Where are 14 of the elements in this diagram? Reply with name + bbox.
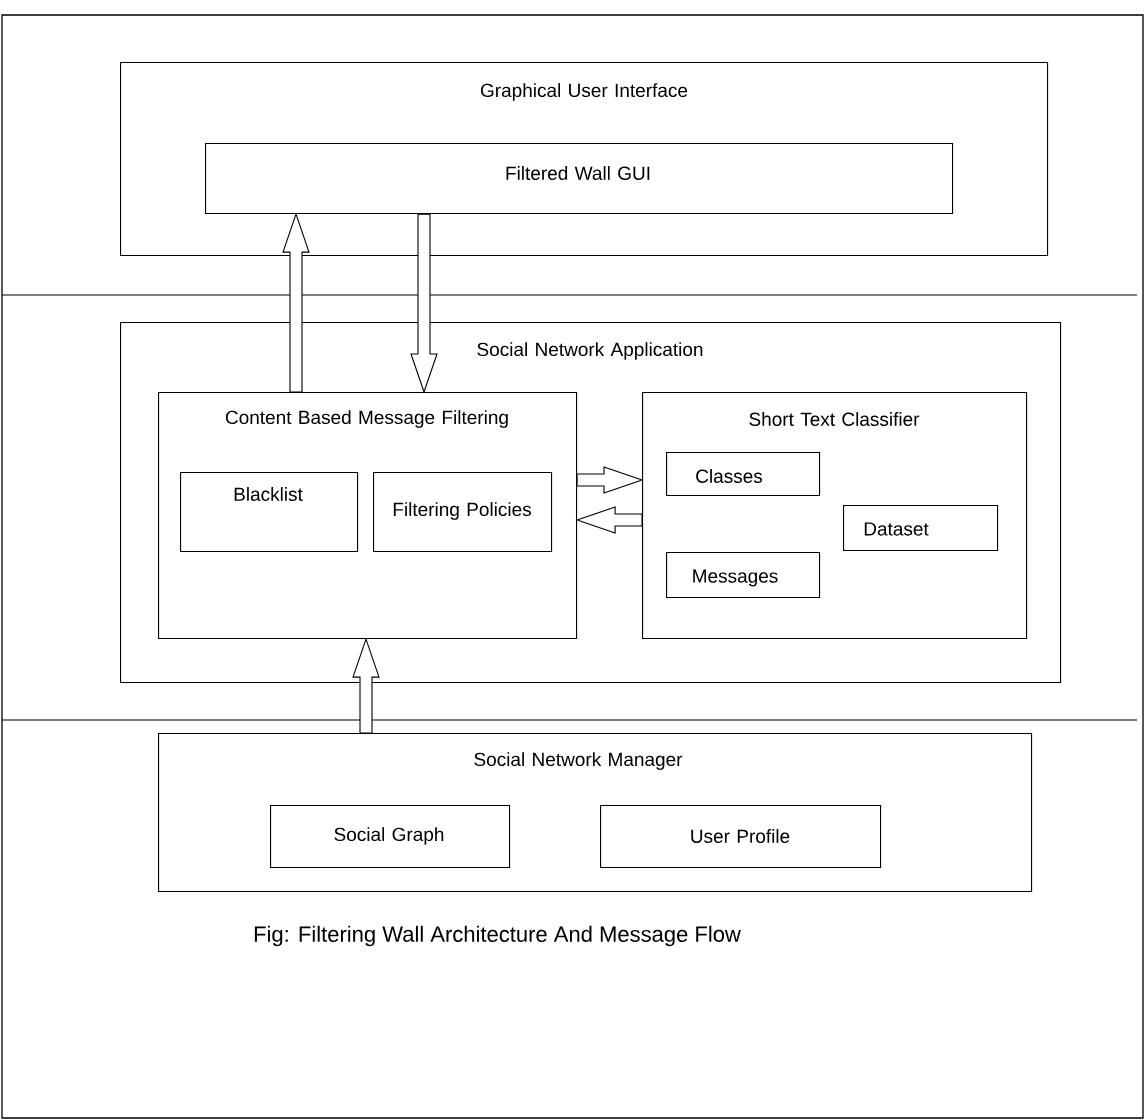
- component-box: Dataset: [843, 505, 999, 552]
- block-arrow: [576, 466, 644, 494]
- component-box: Classes: [666, 452, 821, 497]
- component-box: User Profile: [600, 805, 882, 869]
- component-box: Blacklist: [180, 472, 359, 553]
- block-arrow: [352, 637, 380, 734]
- block-arrow: [410, 213, 438, 394]
- figure-caption: Fig: Filtering Wall Architecture And Message Flow: [254, 925, 741, 947]
- component-box: Messages: [666, 552, 821, 599]
- component-box: Social Graph: [270, 805, 511, 869]
- component-box: Filtering Policies: [373, 472, 553, 553]
- block-arrow: [575, 506, 643, 534]
- block-arrow: [282, 212, 310, 393]
- component-box: Filtered Wall GUI: [205, 143, 954, 215]
